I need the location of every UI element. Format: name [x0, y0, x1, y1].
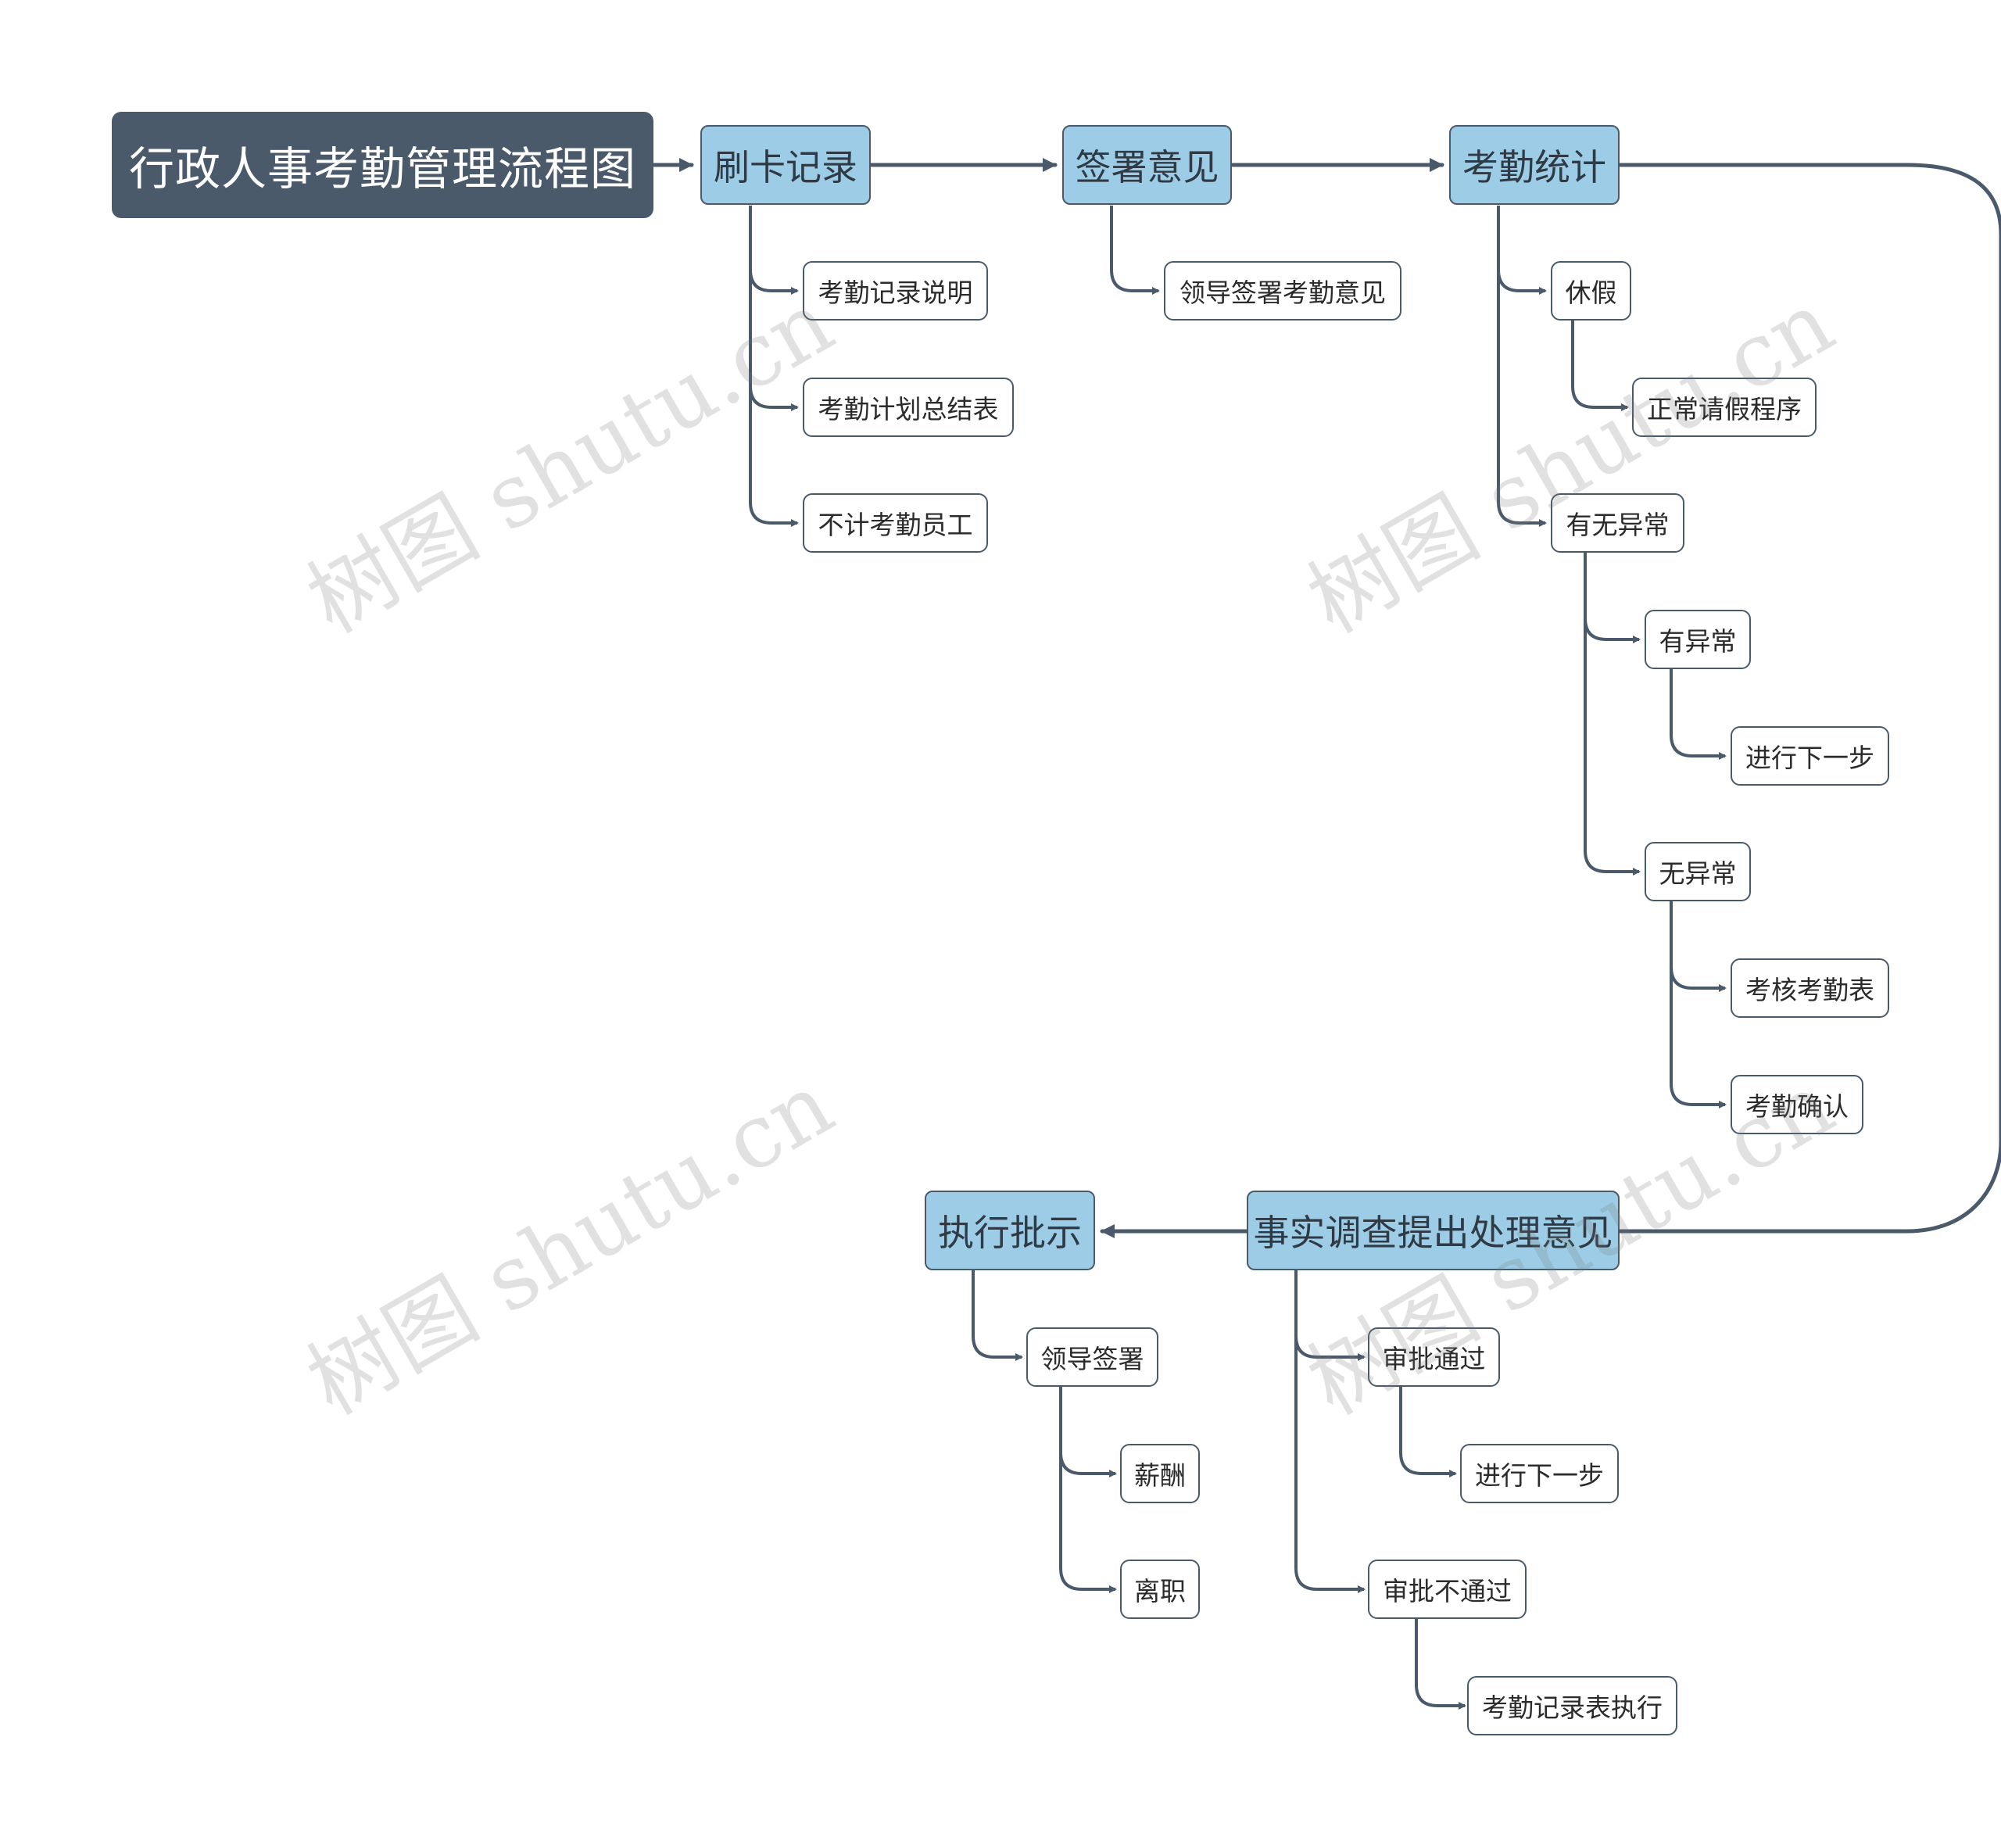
node-next-step-2[interactable]: 进行下一步 [1460, 1444, 1619, 1503]
connector-no-c1 [1670, 901, 1727, 992]
connector-lead-c2 [1059, 1387, 1117, 1593]
connector-yes-c1 [1670, 669, 1727, 760]
connector-lead-c1 [1059, 1387, 1117, 1477]
node-approved[interactable]: 审批通过 [1368, 1327, 1500, 1387]
connector-swipe-c3 [749, 206, 799, 527]
node-fact-investigation[interactable]: 事实调查提出处理意见 [1247, 1191, 1620, 1270]
node-attendance-record-note[interactable]: 考勤记录说明 [803, 261, 988, 321]
connector-stat-fact [1618, 163, 2001, 1234]
connector-approve-c1 [1399, 1387, 1457, 1477]
node-next-step-1[interactable]: 进行下一步 [1731, 726, 1889, 786]
node-has-anomaly[interactable]: 有异常 [1645, 610, 1751, 669]
node-review-attendance-sheet[interactable]: 考核考勤表 [1731, 958, 1889, 1018]
node-attendance-plan-summary[interactable]: 考勤计划总结表 [803, 378, 1014, 437]
connector-fact-approve [1294, 1270, 1366, 1361]
connector-stat-abn [1497, 206, 1547, 527]
node-attendance-stats[interactable]: 考勤统计 [1449, 125, 1620, 205]
node-anomaly-check[interactable]: 有无异常 [1551, 493, 1684, 553]
node-sign-opinion[interactable]: 签署意见 [1062, 125, 1232, 205]
node-swipe-record[interactable]: 刷卡记录 [700, 125, 871, 205]
connector-exec-lead [972, 1270, 1023, 1361]
connector-sign-c1 [1110, 206, 1160, 295]
node-no-anomaly[interactable]: 无异常 [1645, 842, 1751, 901]
connector-fact-reject [1294, 1270, 1366, 1593]
connector-abn-no [1584, 553, 1641, 876]
connector-no-c2 [1670, 901, 1727, 1108]
node-resignation[interactable]: 离职 [1120, 1560, 1200, 1619]
node-leave[interactable]: 休假 [1551, 261, 1631, 321]
connector-stat-leave [1497, 206, 1547, 295]
node-record-sheet-execute[interactable]: 考勤记录表执行 [1467, 1676, 1677, 1735]
node-exempt-employees[interactable]: 不计考勤员工 [803, 493, 988, 553]
connector-swipe-c1 [749, 206, 799, 295]
root-title-node[interactable]: 行政人事考勤管理流程图 [112, 112, 653, 218]
node-execute-instruction[interactable]: 执行批示 [925, 1191, 1095, 1270]
node-normal-leave-procedure[interactable]: 正常请假程序 [1632, 378, 1817, 437]
node-rejected[interactable]: 审批不通过 [1368, 1560, 1527, 1619]
node-leader-sign-opinion[interactable]: 领导签署考勤意见 [1164, 261, 1401, 321]
connector-abn-yes [1584, 553, 1641, 643]
connector-leave-c1 [1571, 321, 1629, 411]
node-salary[interactable]: 薪酬 [1120, 1444, 1200, 1503]
node-attendance-confirm[interactable]: 考勤确认 [1731, 1075, 1863, 1134]
node-leader-sign[interactable]: 领导签署 [1026, 1327, 1158, 1387]
connector-swipe-c2 [749, 206, 799, 411]
connector-reject-c1 [1415, 1619, 1466, 1710]
